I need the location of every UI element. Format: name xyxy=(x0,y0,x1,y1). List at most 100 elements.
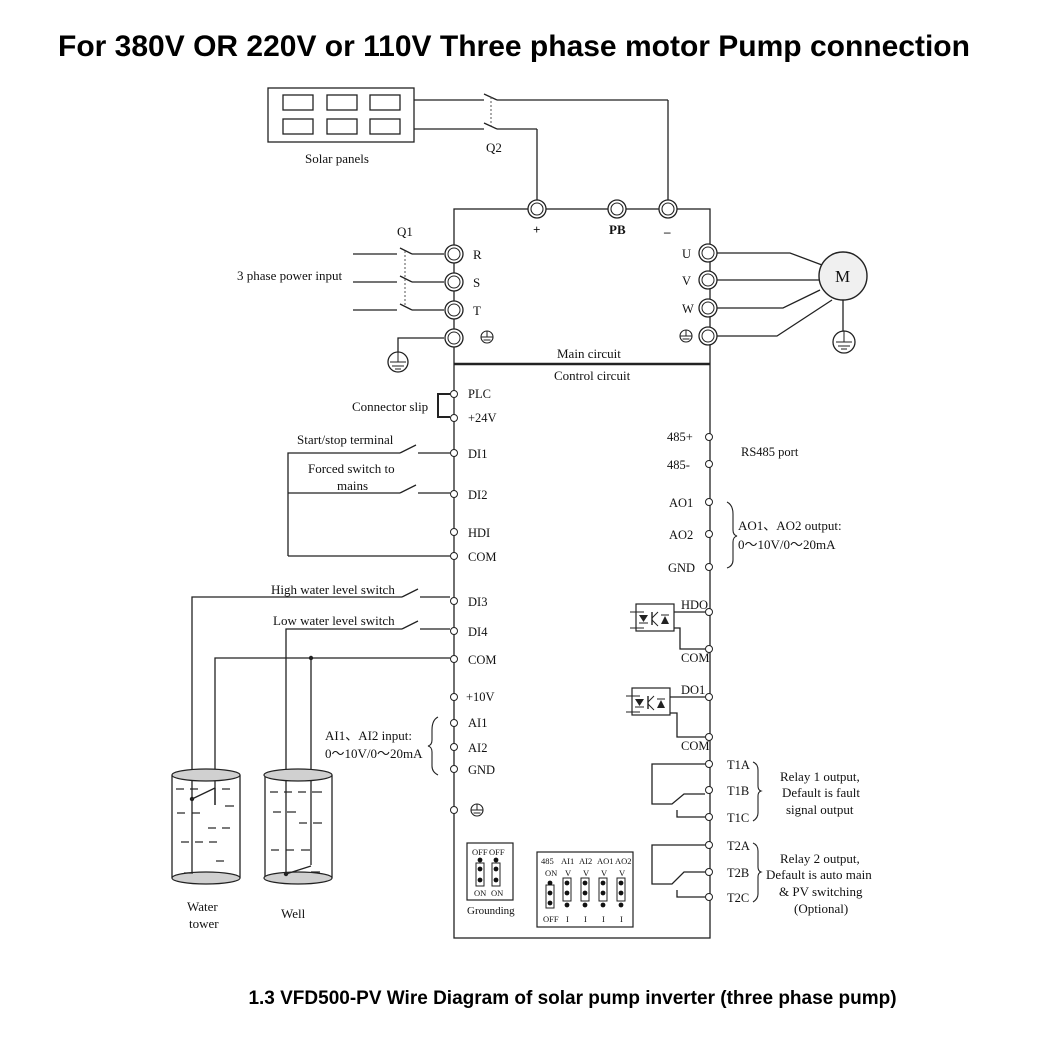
high-water-switch-label: High water level switch xyxy=(271,582,395,597)
ao2-label: AO2 xyxy=(669,528,693,542)
dc-pb-label: PB xyxy=(609,222,626,237)
switch-top-ao1: V xyxy=(601,868,608,878)
switch-header-ao1: AO1 xyxy=(597,856,614,866)
plc-label: PLC xyxy=(468,387,491,401)
ai2-label: AI2 xyxy=(468,741,487,755)
well-label: Well xyxy=(281,906,306,921)
terminal-dc-minus[interactable] xyxy=(658,199,678,219)
left-terminal-column xyxy=(450,390,458,814)
switch-header-485: 485 xyxy=(541,856,554,866)
low-water-level-switch[interactable] xyxy=(285,620,450,878)
dc-minus-label: – xyxy=(663,224,671,239)
di3-label: DI3 xyxy=(468,595,487,609)
water-tower-tank xyxy=(171,768,241,885)
ground-icon xyxy=(480,330,494,344)
start-stop-switch[interactable] xyxy=(287,444,450,556)
ao-note-line2: 0～10V/0～20mA xyxy=(738,537,836,552)
switch-header-ai1: AI1 xyxy=(561,856,574,866)
hdo-label: HDO xyxy=(681,598,708,612)
terminal-dc-plus[interactable] xyxy=(527,199,547,219)
switch-top-ai2: V xyxy=(583,868,590,878)
q1-breaker[interactable] xyxy=(353,247,444,311)
ai-note-line1: AI1、AI2 input: xyxy=(325,728,412,743)
grounding-bottom-2: ON xyxy=(491,888,503,898)
terminal-w-label: W xyxy=(682,302,694,316)
switch-header-ao2: AO2 xyxy=(615,856,632,866)
ao1-label: AO1 xyxy=(669,496,693,510)
q2-label: Q2 xyxy=(486,140,502,155)
grounding-jumpers[interactable] xyxy=(466,842,514,901)
terminal-u[interactable] xyxy=(698,243,718,263)
ground-icon xyxy=(470,803,484,817)
signal-selector-switches[interactable] xyxy=(536,851,634,928)
main-circuit-label: Main circuit xyxy=(557,346,621,361)
terminal-s-label: S xyxy=(473,275,480,290)
terminal-v[interactable] xyxy=(698,270,718,290)
ground-icon xyxy=(387,351,409,373)
relay1-note-line2: Default is fault xyxy=(782,785,860,800)
di4-label: DI4 xyxy=(468,625,488,639)
com-do1-label: COM xyxy=(681,739,709,753)
switch-bottom-ai2: I xyxy=(584,914,587,924)
relay2-note-line2: Default is auto main xyxy=(766,867,872,882)
t1b-label: T1B xyxy=(727,784,749,798)
inverter-outline xyxy=(453,208,711,939)
m485-label: 485- xyxy=(667,458,690,472)
control-circuit-label: Control circuit xyxy=(554,368,631,383)
terminal-w[interactable] xyxy=(698,298,718,318)
hdo-optocoupler-icon xyxy=(630,603,675,632)
forced-mains-switch[interactable] xyxy=(288,484,450,494)
dc-plus-label: + xyxy=(533,222,540,237)
do1-optocoupler-icon xyxy=(626,687,671,716)
forced-switch-label-2: mains xyxy=(337,478,368,493)
ai1-label: AI1 xyxy=(468,716,487,730)
grounding-top-1: OFF xyxy=(472,847,488,857)
terminal-r-label: R xyxy=(473,247,482,262)
solar-panels-label: Solar panels xyxy=(305,151,369,166)
switch-bottom-485: OFF xyxy=(543,914,559,924)
hdi-label: HDI xyxy=(468,526,490,540)
terminal-s[interactable] xyxy=(444,272,464,292)
terminal-t-label: T xyxy=(473,303,481,318)
q1-label: Q1 xyxy=(397,224,413,239)
p485-label: 485+ xyxy=(667,430,693,444)
switch-bottom-ao1: I xyxy=(602,914,605,924)
gnd-left-label: GND xyxy=(468,763,495,777)
motor-label: M xyxy=(835,267,850,286)
t2b-label: T2B xyxy=(727,866,749,880)
ground-icon xyxy=(832,330,856,354)
solar-panels xyxy=(267,87,415,143)
relay1-note-line1: Relay 1 output, xyxy=(780,769,860,784)
ai-note-line2: 0～10V/0～20mA xyxy=(325,746,423,761)
terminal-dc-pb[interactable] xyxy=(607,199,627,219)
terminal-t[interactable] xyxy=(444,300,464,320)
do1-label: DO1 xyxy=(681,683,705,697)
terminal-pe-output[interactable] xyxy=(698,326,718,346)
ground-icon xyxy=(679,329,693,343)
grounding-bottom-1: ON xyxy=(474,888,486,898)
high-water-level-switch[interactable] xyxy=(191,588,450,878)
ao-note-line1: AO1、AO2 output: xyxy=(738,518,842,533)
right-terminal-column xyxy=(705,433,713,901)
com1-label: COM xyxy=(468,550,496,564)
terminal-r[interactable] xyxy=(444,244,464,264)
motor: M xyxy=(818,251,868,301)
switch-bottom-ai1: I xyxy=(566,914,569,924)
figure-caption: 1.3 VFD500-PV Wire Diagram of solar pump… xyxy=(248,988,897,1009)
water-tower-label-1: Water xyxy=(187,899,218,914)
t1a-label: T1A xyxy=(727,758,750,772)
terminal-u-label: U xyxy=(682,247,691,261)
relay2-note-line4: (Optional) xyxy=(794,901,848,916)
switch-bottom-ao2: I xyxy=(620,914,623,924)
rs485-port-label: RS485 port xyxy=(741,445,799,459)
t2a-label: T2A xyxy=(727,839,750,853)
di1-label: DI1 xyxy=(468,447,487,461)
q2-breaker[interactable] xyxy=(414,93,668,130)
start-stop-label: Start/stop terminal xyxy=(297,432,394,447)
switch-top-ao2: V xyxy=(619,868,626,878)
grounding-label: Grounding xyxy=(467,905,515,917)
com2-label: COM xyxy=(468,653,496,667)
terminal-v-label: V xyxy=(682,274,691,288)
terminal-pe-input[interactable] xyxy=(444,328,464,348)
